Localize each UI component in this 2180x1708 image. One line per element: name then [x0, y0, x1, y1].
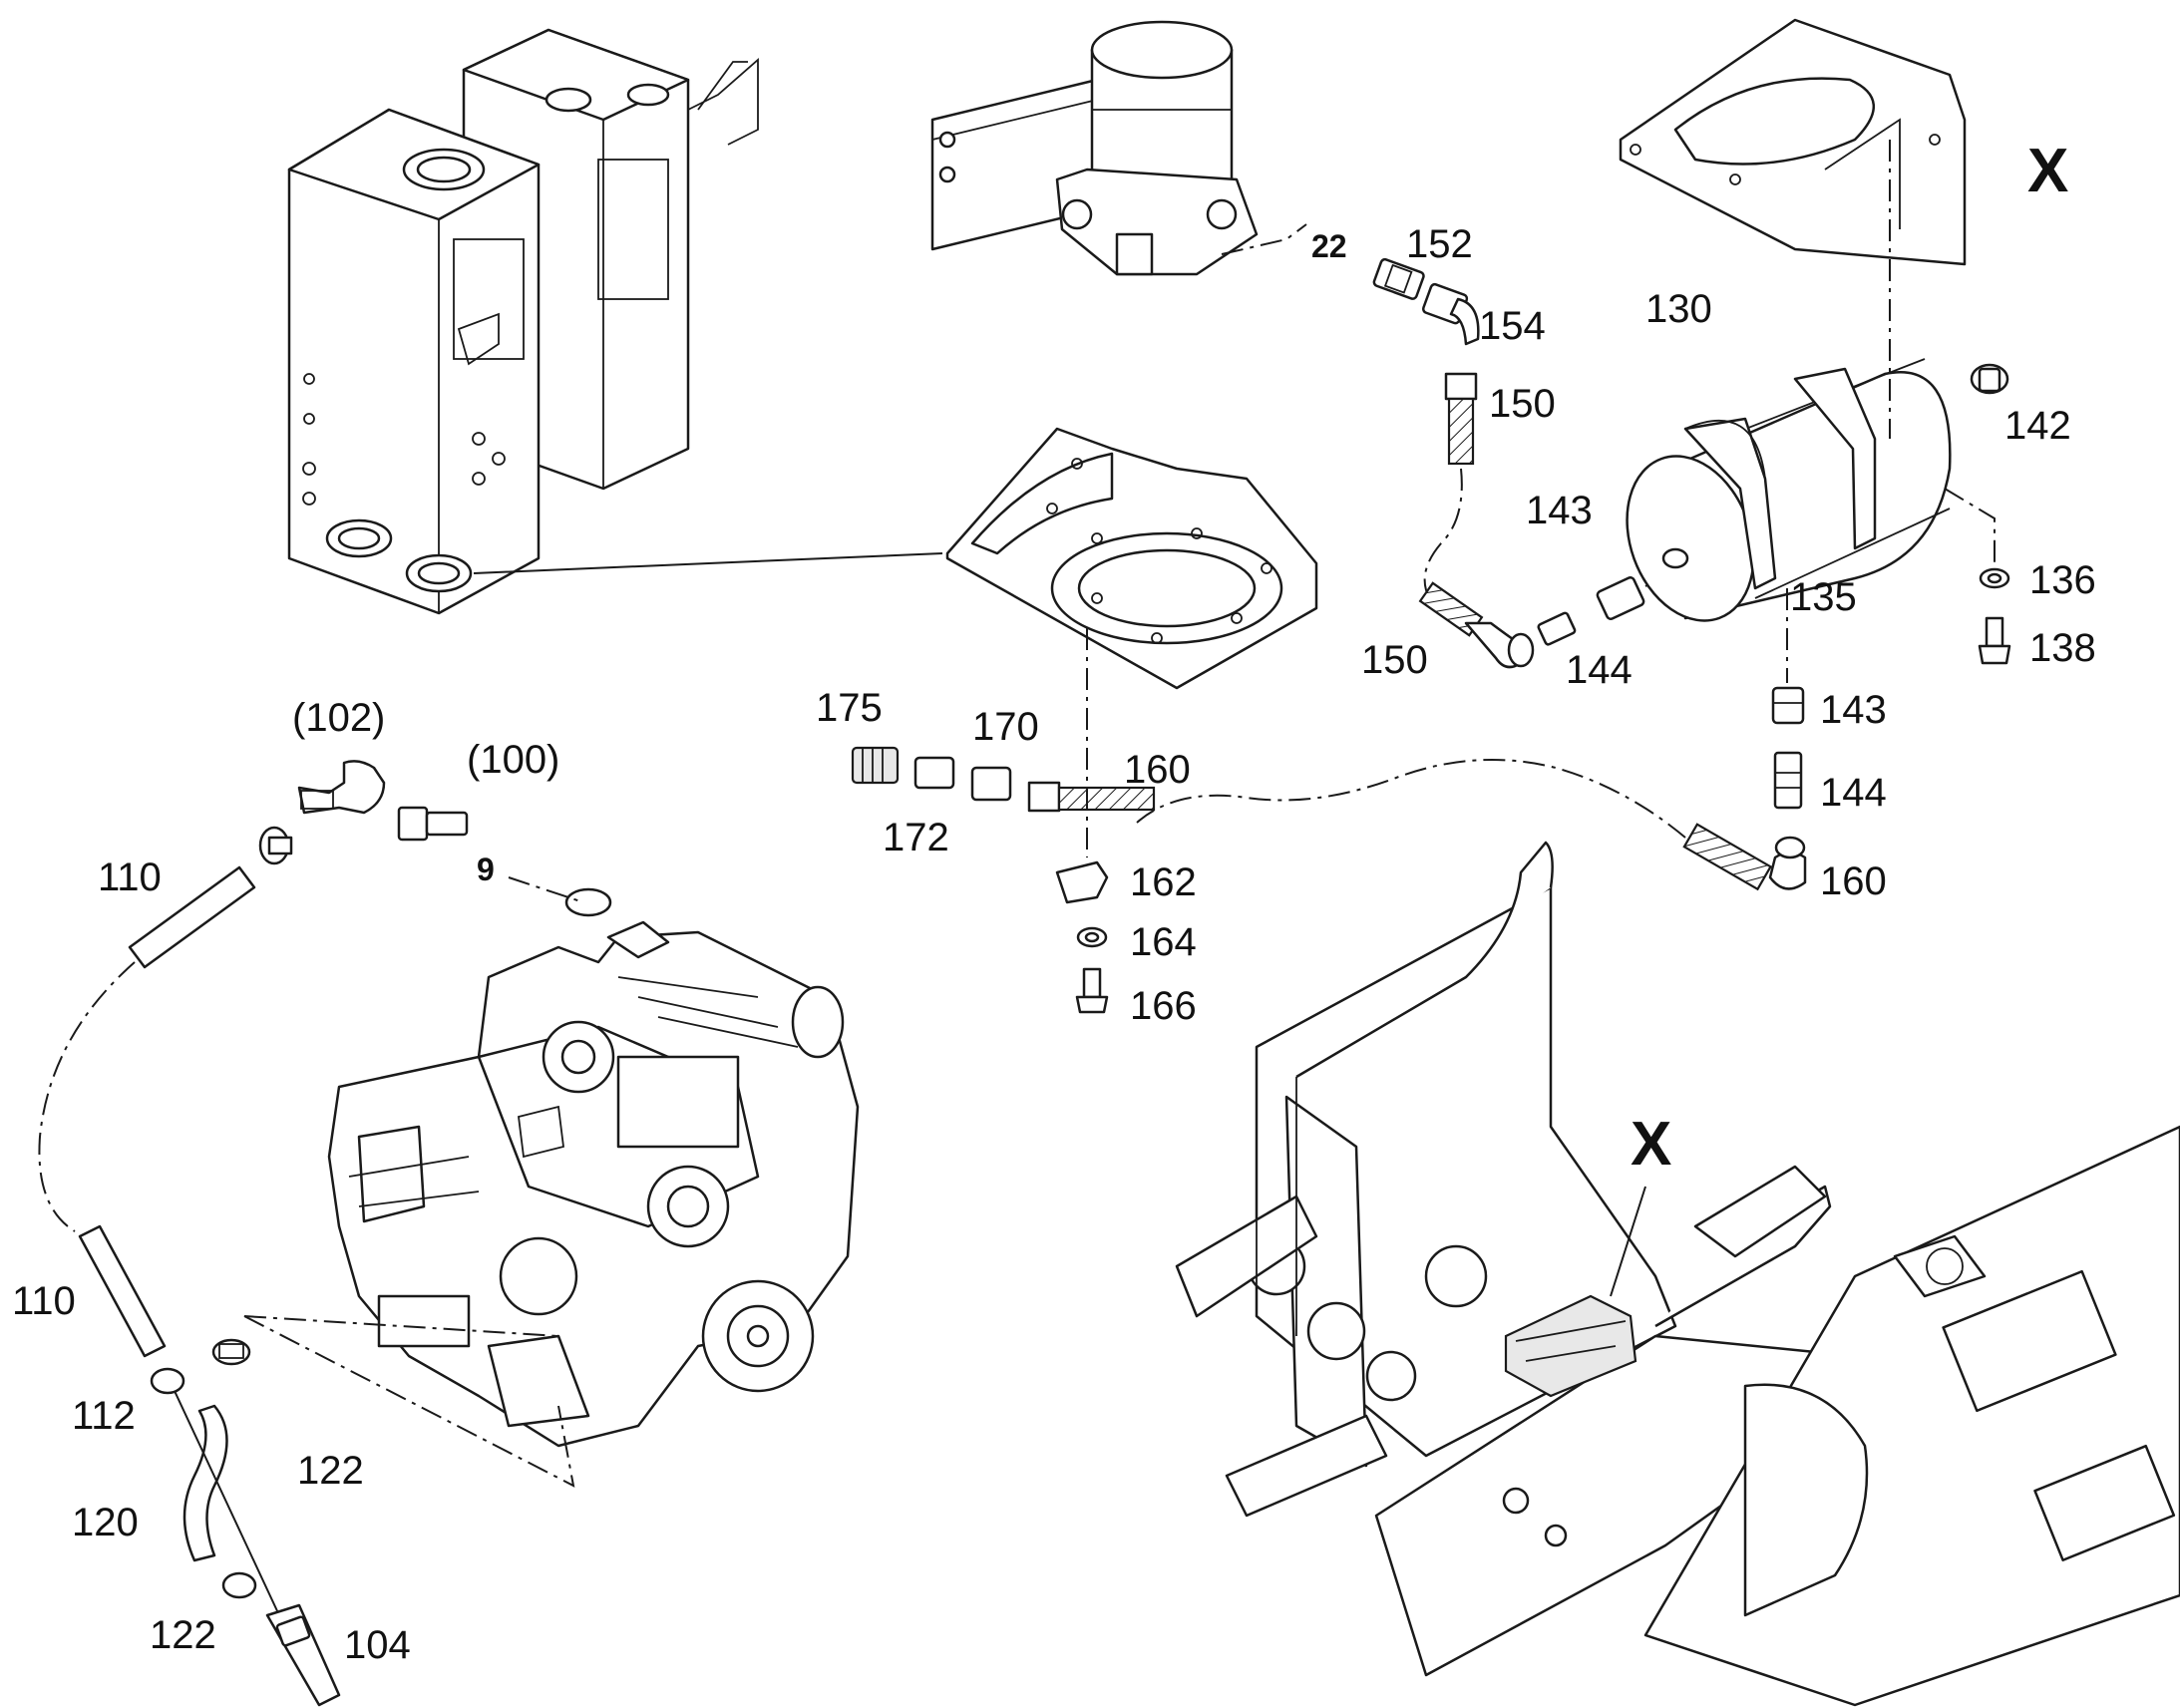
- detail-marker-x-frame: X: [1631, 1110, 1671, 1179]
- bolt-138: [1978, 616, 2011, 665]
- hose-150-upper: [1444, 372, 1478, 466]
- fitting-144-lower: [1773, 751, 1803, 810]
- engine: [327, 887, 860, 1448]
- leader-112-104: [174, 1390, 280, 1616]
- hose-110-lower: [78, 1224, 167, 1358]
- washer-136: [1979, 567, 2010, 589]
- callout-164: 164: [1130, 920, 1197, 964]
- tank-assembly: [287, 28, 759, 615]
- fitting-172: [913, 756, 955, 790]
- callout-152: 152: [1406, 222, 1473, 266]
- callout-122-upper: 122: [297, 1449, 364, 1493]
- leader-122-engine-2: [243, 1315, 559, 1337]
- callout-160-center: 160: [1124, 748, 1191, 792]
- clamp-122-lower: [221, 1571, 257, 1599]
- callout-172: 172: [883, 816, 949, 859]
- callout-135: 135: [1790, 575, 1857, 619]
- hose-120: [182, 1404, 228, 1562]
- leader-122-engine: [243, 1315, 575, 1488]
- leader-x-frame: [1610, 1186, 1646, 1297]
- washer-164: [1076, 926, 1108, 948]
- callout-104: 104: [344, 1623, 411, 1667]
- hose-110-upper: [128, 865, 256, 969]
- leader-22: [1221, 223, 1307, 255]
- leader-9: [508, 876, 584, 903]
- fitting-175: [851, 746, 900, 785]
- reservoir-bracket: [1619, 18, 1967, 266]
- callout-22: 22: [1311, 228, 1347, 264]
- clamp-112-lower: [150, 1367, 185, 1395]
- elbow-154: [1421, 282, 1480, 346]
- drain-fitting-104: [265, 1603, 341, 1707]
- callout-175: 175: [816, 686, 883, 730]
- callout-100: (100): [467, 738, 559, 782]
- callout-110-lower: 110: [12, 1279, 76, 1323]
- callout-150-lower: 150: [1361, 638, 1428, 682]
- clamp-122-upper: [211, 1338, 251, 1366]
- callout-143-lower: 143: [1820, 688, 1887, 732]
- leader-hose-110: [38, 961, 136, 1232]
- callout-154: 154: [1479, 304, 1546, 348]
- air-reservoir: [1626, 358, 1952, 622]
- fitting-143-lower: [1771, 686, 1805, 725]
- callout-170: 170: [972, 705, 1039, 749]
- callout-122-lower: 122: [150, 1613, 216, 1657]
- callout-144-lower: 144: [1820, 771, 1887, 815]
- mount-plate: [945, 427, 1318, 690]
- fitting-152: [1372, 257, 1425, 300]
- callout-112: 112: [72, 1394, 136, 1438]
- callout-136: 136: [2029, 558, 2096, 602]
- callout-144-upper: 144: [1566, 648, 1633, 692]
- callout-142: 142: [2004, 404, 2071, 448]
- hose-160-center: [1027, 781, 1156, 813]
- callout-160-right: 160: [1820, 859, 1887, 903]
- callout-102: (102): [292, 696, 385, 740]
- leader-tank-to-plate: [473, 552, 943, 574]
- fitting-143-upper: [1596, 576, 1645, 620]
- fitting-100: [397, 806, 469, 842]
- callout-166: 166: [1130, 984, 1197, 1028]
- callout-138: 138: [2029, 626, 2096, 670]
- hose-150-lower: [1418, 581, 1535, 669]
- clip-162: [1055, 860, 1109, 904]
- air-dryer: [930, 20, 1259, 276]
- fitting-170: [970, 766, 1012, 802]
- callout-150-upper: 150: [1489, 382, 1556, 426]
- callout-120: 120: [72, 1501, 139, 1544]
- clamp-112-upper: [258, 826, 293, 865]
- callout-162: 162: [1130, 860, 1197, 904]
- fitting-144-upper: [1537, 611, 1577, 646]
- callout-143-upper: 143: [1526, 489, 1593, 532]
- leader-136: [1944, 488, 1996, 563]
- detail-marker-x-top: X: [2027, 137, 2068, 205]
- callout-130: 130: [1645, 287, 1712, 331]
- bolt-166: [1075, 967, 1109, 1014]
- leader-hose-160: [1136, 759, 1686, 839]
- leader-hose-150: [1423, 468, 1463, 609]
- plug-142: [1970, 363, 2009, 395]
- machine-frame: [1175, 841, 2180, 1707]
- elbow-102: [297, 760, 386, 815]
- callout-110-upper: 110: [98, 855, 162, 899]
- hose-160-right: [1682, 823, 1807, 891]
- callout-9: 9: [477, 852, 495, 887]
